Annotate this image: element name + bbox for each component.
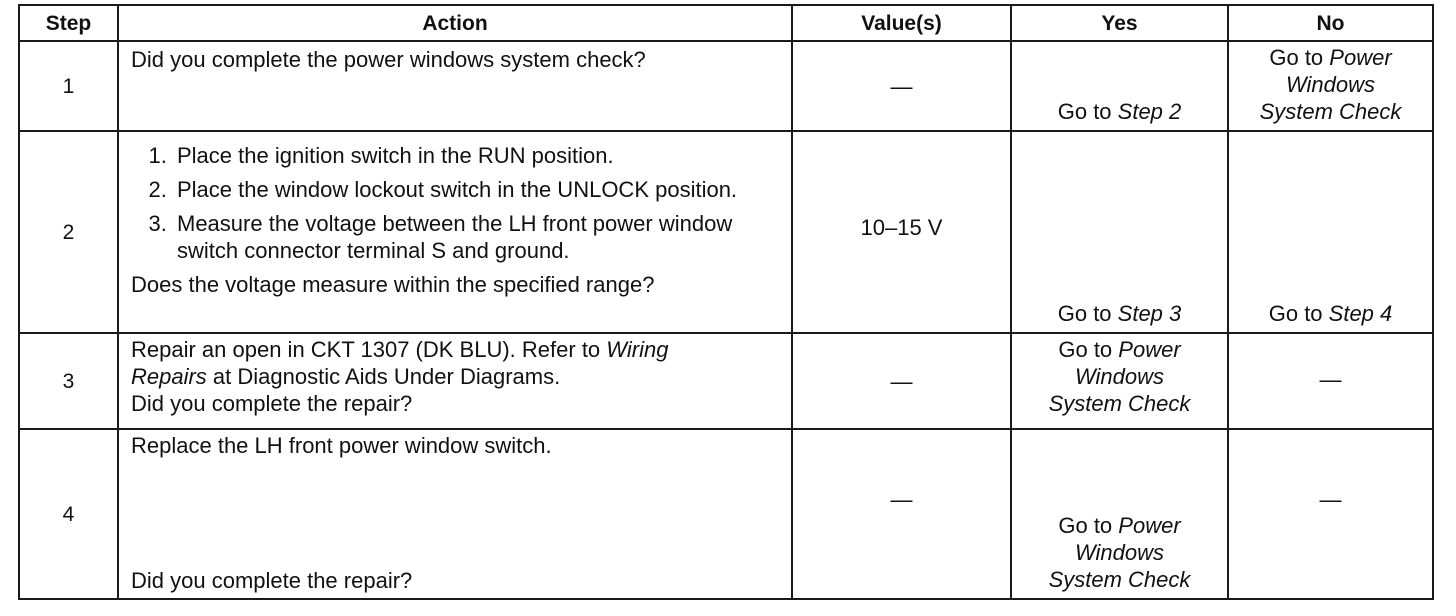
action-cell: Repair an open in CKT 1307 (DK BLU). Ref… bbox=[117, 332, 793, 430]
yes-cell: Go to Step 3 bbox=[1010, 130, 1229, 334]
wiring-ref[interactable]: Wiring bbox=[606, 337, 669, 362]
yes-ref-line1[interactable]: Power bbox=[1118, 337, 1181, 362]
step-number: 1 bbox=[18, 40, 119, 132]
yes-step-ref[interactable]: Step 3 bbox=[1117, 301, 1182, 326]
table-row: 3 Repair an open in CKT 1307 (DK BLU). R… bbox=[18, 332, 1434, 430]
action-cell: Did you complete the power windows syste… bbox=[117, 40, 793, 132]
no-ref-line1[interactable]: Power bbox=[1329, 45, 1392, 70]
yes-ref-line1[interactable]: Power bbox=[1118, 513, 1181, 538]
header-yes: Yes bbox=[1010, 4, 1229, 42]
diagnostic-table: Step Action Value(s) Yes No 1 Did you co… bbox=[18, 4, 1434, 600]
no-cell: Go to Power Windows System Check bbox=[1227, 40, 1434, 132]
no-value: — bbox=[1319, 367, 1342, 392]
yes-ref-line2[interactable]: Windows bbox=[1074, 364, 1165, 389]
action-text-post: at Diagnostic Aids Under Diagrams. bbox=[206, 364, 561, 389]
instruction-item: Measure the voltage between the LH front… bbox=[173, 210, 783, 264]
yes-ref-line3[interactable]: System Check bbox=[1048, 567, 1191, 592]
yes-prefix: Go to bbox=[1058, 337, 1119, 362]
no-value: — bbox=[1319, 487, 1342, 512]
value-text: 10–15 V bbox=[860, 215, 943, 240]
instruction-item: Place the window lockout switch in the U… bbox=[173, 176, 783, 203]
no-prefix: Go to bbox=[1269, 45, 1330, 70]
action-text-pre: Repair an open in CKT 1307 (DK BLU). Ref… bbox=[131, 337, 607, 362]
instruction-item: Place the ignition switch in the RUN pos… bbox=[173, 142, 783, 169]
no-ref-line3[interactable]: System Check bbox=[1259, 99, 1402, 124]
instruction-list: Place the ignition switch in the RUN pos… bbox=[131, 142, 783, 264]
table-header-row: Step Action Value(s) Yes No bbox=[18, 4, 1434, 42]
value-cell: 10–15 V bbox=[791, 130, 1012, 334]
no-cell: — bbox=[1227, 428, 1434, 600]
header-step: Step bbox=[18, 4, 119, 42]
value-cell: — bbox=[791, 40, 1012, 132]
header-values: Value(s) bbox=[791, 4, 1012, 42]
yes-ref-line3[interactable]: System Check bbox=[1048, 391, 1191, 416]
question-text: Does the voltage measure within the spec… bbox=[131, 272, 655, 297]
table-row: 2 Place the ignition switch in the RUN p… bbox=[18, 130, 1434, 334]
yes-step-ref[interactable]: Step 2 bbox=[1117, 99, 1182, 124]
step-number: 4 bbox=[18, 428, 119, 600]
table-row: 1 Did you complete the power windows sys… bbox=[18, 40, 1434, 132]
value-text: — bbox=[890, 368, 913, 394]
yes-ref-line2[interactable]: Windows bbox=[1074, 540, 1165, 565]
action-cell: Replace the LH front power window switch… bbox=[117, 428, 793, 600]
action-text: Replace the LH front power window switch… bbox=[131, 433, 552, 458]
step-number: 3 bbox=[18, 332, 119, 430]
yes-prefix: Go to bbox=[1057, 301, 1118, 326]
value-cell: — bbox=[791, 332, 1012, 430]
value-cell: — bbox=[791, 428, 1012, 600]
question-text: Did you complete the repair? bbox=[131, 568, 413, 593]
question-text: Did you complete the repair? bbox=[131, 391, 413, 416]
value-text: — bbox=[890, 73, 913, 99]
action-cell: Place the ignition switch in the RUN pos… bbox=[117, 130, 793, 334]
step-number: 2 bbox=[18, 130, 119, 334]
repairs-ref[interactable]: Repairs bbox=[131, 364, 207, 389]
value-text: — bbox=[890, 487, 913, 512]
yes-prefix: Go to bbox=[1058, 513, 1119, 538]
question-text: Did you complete the power windows syste… bbox=[131, 47, 646, 72]
yes-cell: Go to Power Windows System Check bbox=[1010, 428, 1229, 600]
yes-cell: Go to Power Windows System Check bbox=[1010, 332, 1229, 430]
header-no: No bbox=[1227, 4, 1434, 42]
yes-cell: Go to Step 2 bbox=[1010, 40, 1229, 132]
no-cell: — bbox=[1227, 332, 1434, 430]
no-prefix: Go to bbox=[1268, 301, 1329, 326]
table-row: 4 Replace the LH front power window swit… bbox=[18, 428, 1434, 600]
header-action: Action bbox=[117, 4, 793, 42]
no-step-ref[interactable]: Step 4 bbox=[1328, 301, 1393, 326]
no-cell: Go to Step 4 bbox=[1227, 130, 1434, 334]
yes-prefix: Go to bbox=[1057, 99, 1118, 124]
no-ref-line2[interactable]: Windows bbox=[1285, 72, 1376, 97]
